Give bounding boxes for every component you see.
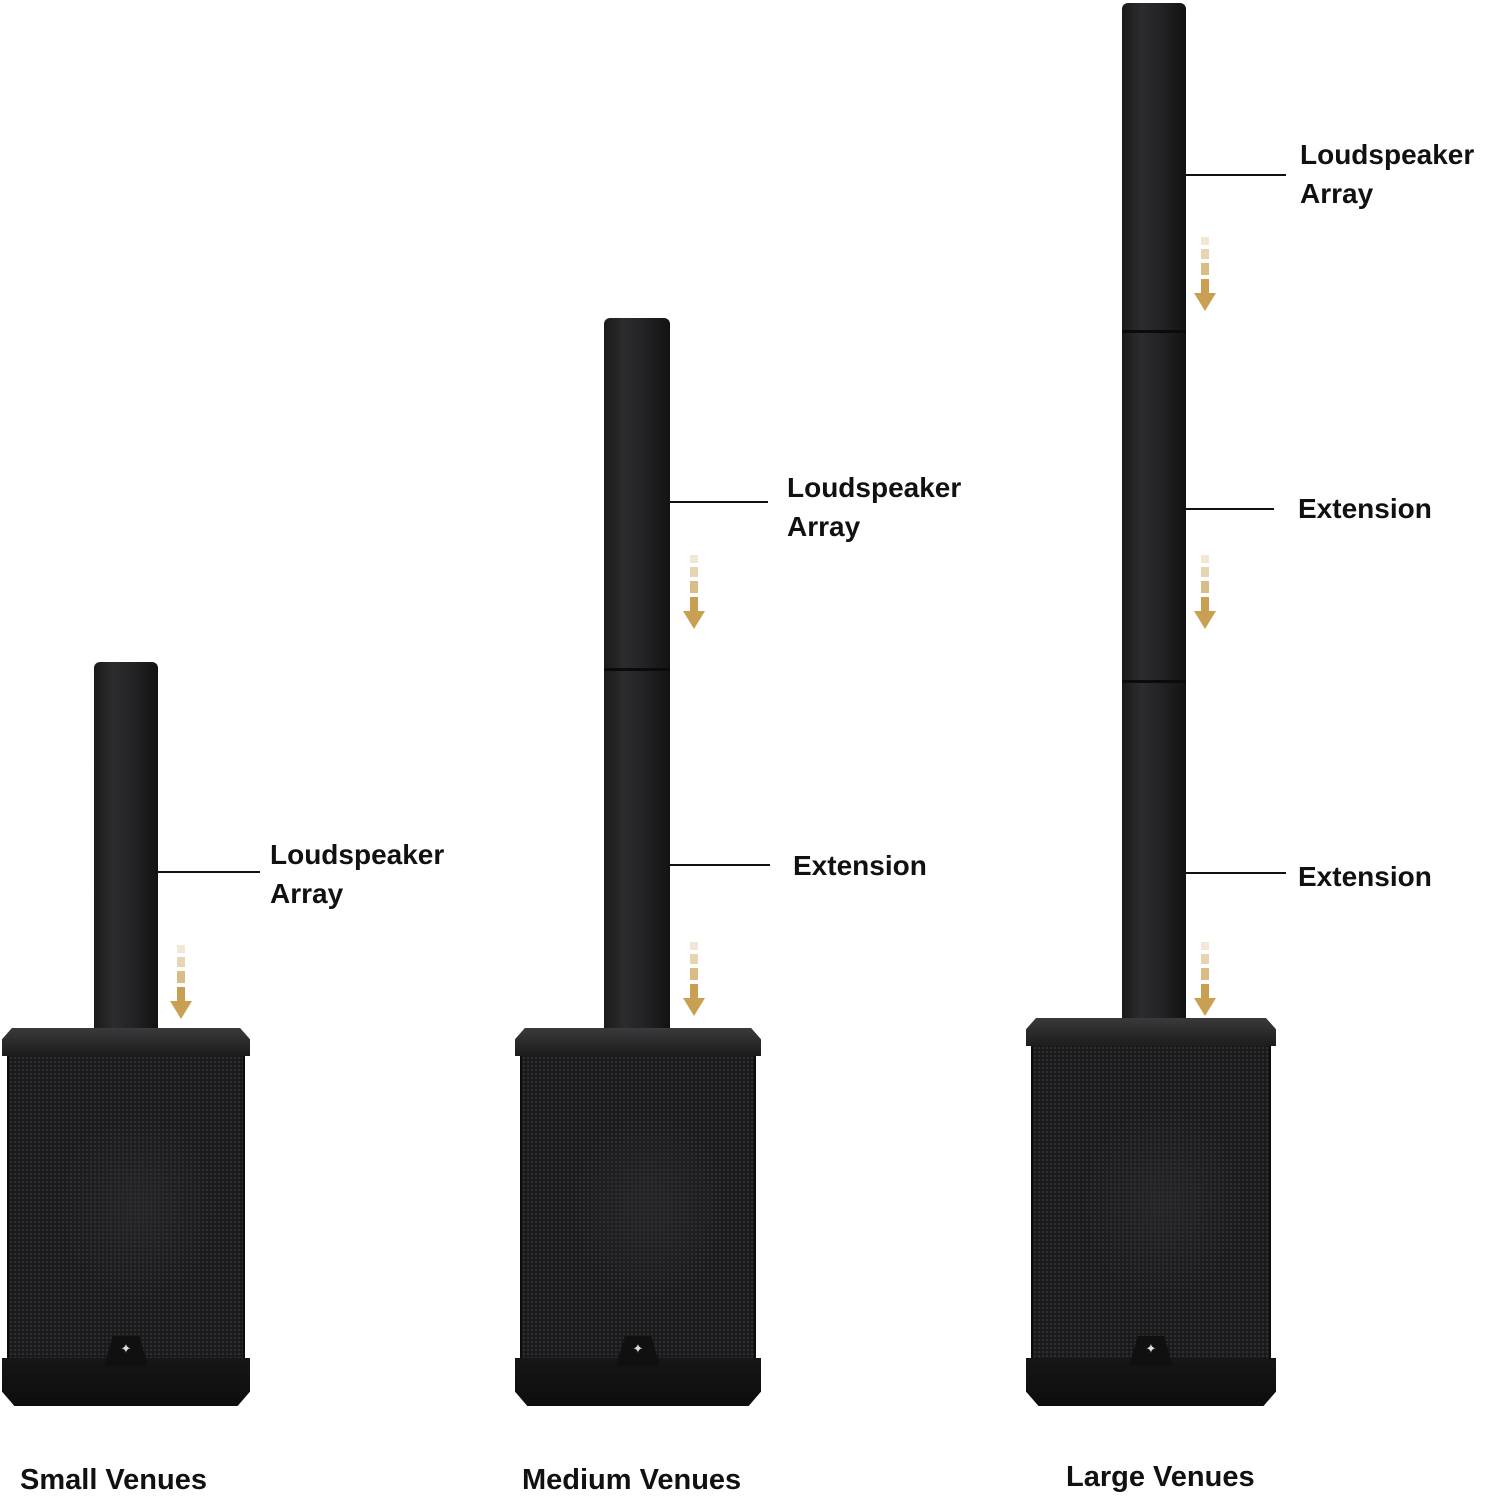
speaker-grille (519, 1056, 757, 1358)
down-arrow-icon (1194, 237, 1216, 311)
segment-seam (1122, 330, 1186, 333)
base-plinth (1026, 1358, 1276, 1406)
label-line: Array (270, 878, 344, 909)
base-plinth (2, 1358, 250, 1406)
leader-line (158, 871, 260, 873)
leader-line (1186, 174, 1286, 176)
down-arrow-icon (683, 555, 705, 629)
label-extension: Extension (1298, 493, 1432, 524)
subwoofer-base: ✦ (515, 1028, 761, 1406)
leader-line (670, 501, 768, 503)
label-line: Array (787, 511, 861, 542)
label-extension: Extension (793, 850, 927, 881)
segment-seam (604, 668, 670, 671)
down-arrow-icon (683, 942, 705, 1016)
caption-small-venues: Small Venues (20, 1464, 207, 1496)
down-arrow-icon (1194, 555, 1216, 629)
brand-logo-icon: ✦ (1129, 1336, 1173, 1366)
base-top (1026, 1018, 1276, 1046)
caption-large-venues: Large Venues (1066, 1461, 1255, 1493)
speaker-grille (6, 1056, 246, 1358)
label-line: Array (1300, 178, 1374, 209)
leader-line (1186, 508, 1274, 510)
loudspeaker-array-column (1122, 3, 1186, 1033)
loudspeaker-array-column (94, 662, 158, 1034)
speaker-grille (1031, 1046, 1271, 1358)
base-plinth (515, 1358, 761, 1406)
down-arrow-icon (1194, 942, 1216, 1016)
base-top (2, 1028, 250, 1056)
segment-seam (1122, 680, 1186, 683)
leader-line (1186, 872, 1286, 874)
label-extension: Extension (1298, 861, 1432, 892)
subwoofer-base: ✦ (2, 1028, 250, 1406)
subwoofer-base: ✦ (1026, 1018, 1276, 1406)
label-line: Loudspeaker (1300, 139, 1475, 170)
label-line: Loudspeaker (270, 839, 445, 870)
base-top (515, 1028, 761, 1056)
label-line: Loudspeaker (787, 472, 962, 503)
down-arrow-icon (170, 945, 192, 1019)
leader-line (670, 864, 770, 866)
caption-medium-venues: Medium Venues (522, 1464, 742, 1496)
loudspeaker-array-column (604, 318, 670, 1034)
